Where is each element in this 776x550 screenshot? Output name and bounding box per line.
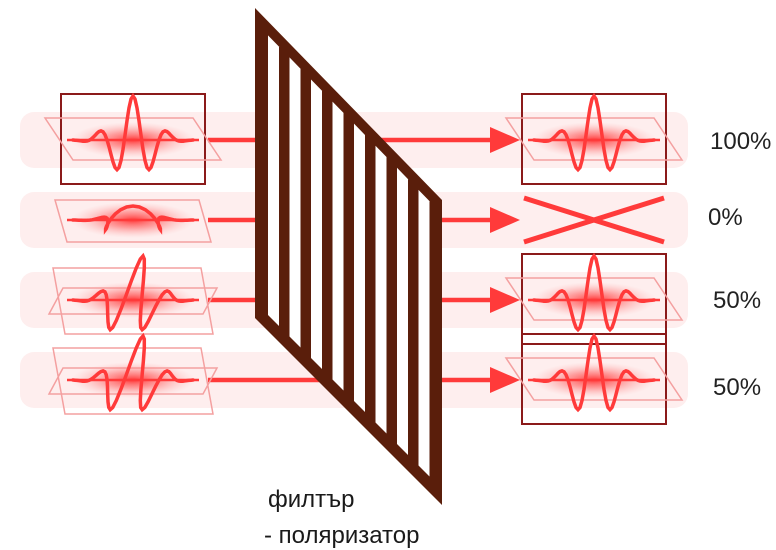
polarization-plane [52, 267, 214, 335]
oscillation-curve [71, 204, 195, 235]
oscillation-curve [532, 332, 656, 413]
wave-vertical-polarization-icon [43, 92, 223, 185]
oscillation-curve [532, 252, 656, 333]
wave-vertical-polarization-icon [504, 332, 684, 425]
polarizer-filter [255, 8, 442, 505]
grating-slit [397, 167, 408, 455]
polarization-plane [52, 347, 214, 415]
filter-caption-line2: - поляризатор [264, 522, 420, 549]
wave-diagonal-polarization-icon [47, 332, 219, 415]
grating-slit [289, 57, 301, 348]
oscillation-curve [71, 332, 195, 413]
output-waves [504, 92, 684, 425]
cross-stroke [523, 195, 665, 245]
filter-caption-line1: филтър [268, 486, 355, 513]
arrow-head [490, 127, 520, 153]
transmission-label-0: 0% [708, 204, 743, 231]
grating-slit [418, 189, 430, 477]
polarizer-grating-icon [255, 8, 442, 505]
wave-horizontal-polarization-icon [54, 199, 212, 243]
wave-vertical-polarization-icon [504, 92, 684, 185]
polarization-plane [54, 199, 212, 243]
grating-slit [311, 79, 322, 370]
input-waves [43, 92, 223, 415]
transmission-label-50-a: 50% [713, 287, 762, 314]
grating-slit [354, 123, 365, 412]
polarization-plane [43, 117, 223, 161]
oscillation-curve [71, 92, 195, 173]
arrow-head [490, 287, 520, 313]
blocked-cross-icon [523, 195, 665, 245]
wave-vertical-polarization-icon [504, 252, 684, 345]
grating-slit [332, 101, 344, 391]
grating-slit [268, 35, 279, 326]
transmission-label-50-b: 50% [713, 374, 762, 401]
oscillation-curve [71, 252, 195, 333]
transmission-label-100: 100% [710, 128, 772, 155]
arrow-head [490, 367, 520, 393]
arrow-head [490, 207, 520, 233]
oscillation-curve [532, 92, 656, 173]
wave-diagonal-polarization-icon [47, 252, 219, 335]
grating-slit [375, 145, 387, 434]
polarization-plane [504, 117, 684, 161]
polarization-plane [504, 277, 684, 321]
polarization-plane [504, 357, 684, 401]
